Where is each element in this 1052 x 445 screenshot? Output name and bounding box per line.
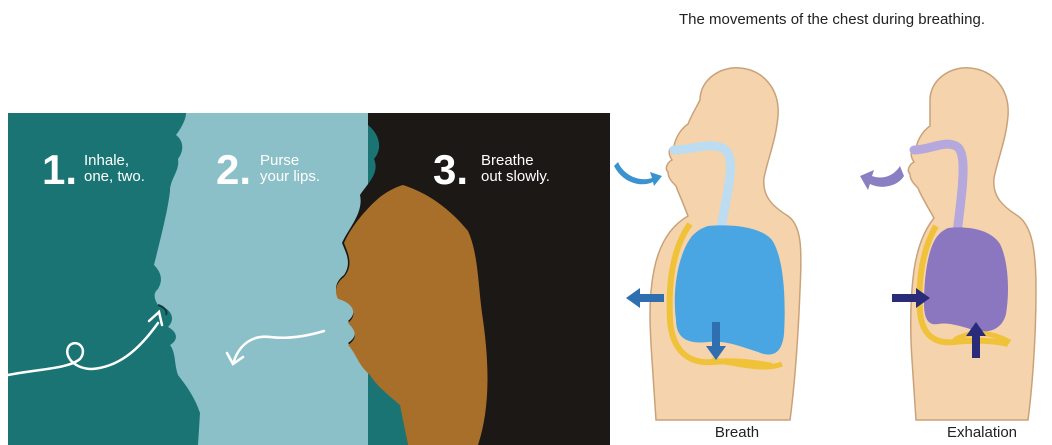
breath-label: Breath [672,424,802,441]
breathing-steps-illustration: 1. Inhale, one, two. 2. Purse your lips.… [8,113,610,445]
step-2-text: Purse your lips. [260,153,320,185]
exhalation-figure [860,68,1036,420]
breath-figure [614,68,801,420]
chest-movement-diagram: The movements of the chest during breath… [612,0,1052,445]
step-1-text: Inhale, one, two. [84,153,145,185]
breath-outflow-arrow [614,162,662,186]
step-1-number: 1. [42,149,77,191]
step-3-number: 3. [433,149,468,191]
exhalation-label: Exhalation [912,424,1052,441]
step-3-text: Breathe out slowly. [481,153,550,185]
breathing-figures [612,0,1052,445]
breath-lung [675,225,785,354]
exhalation-lung [924,227,1008,331]
exhalation-outflow-arrow [860,166,904,190]
step-2-number: 2. [216,149,251,191]
